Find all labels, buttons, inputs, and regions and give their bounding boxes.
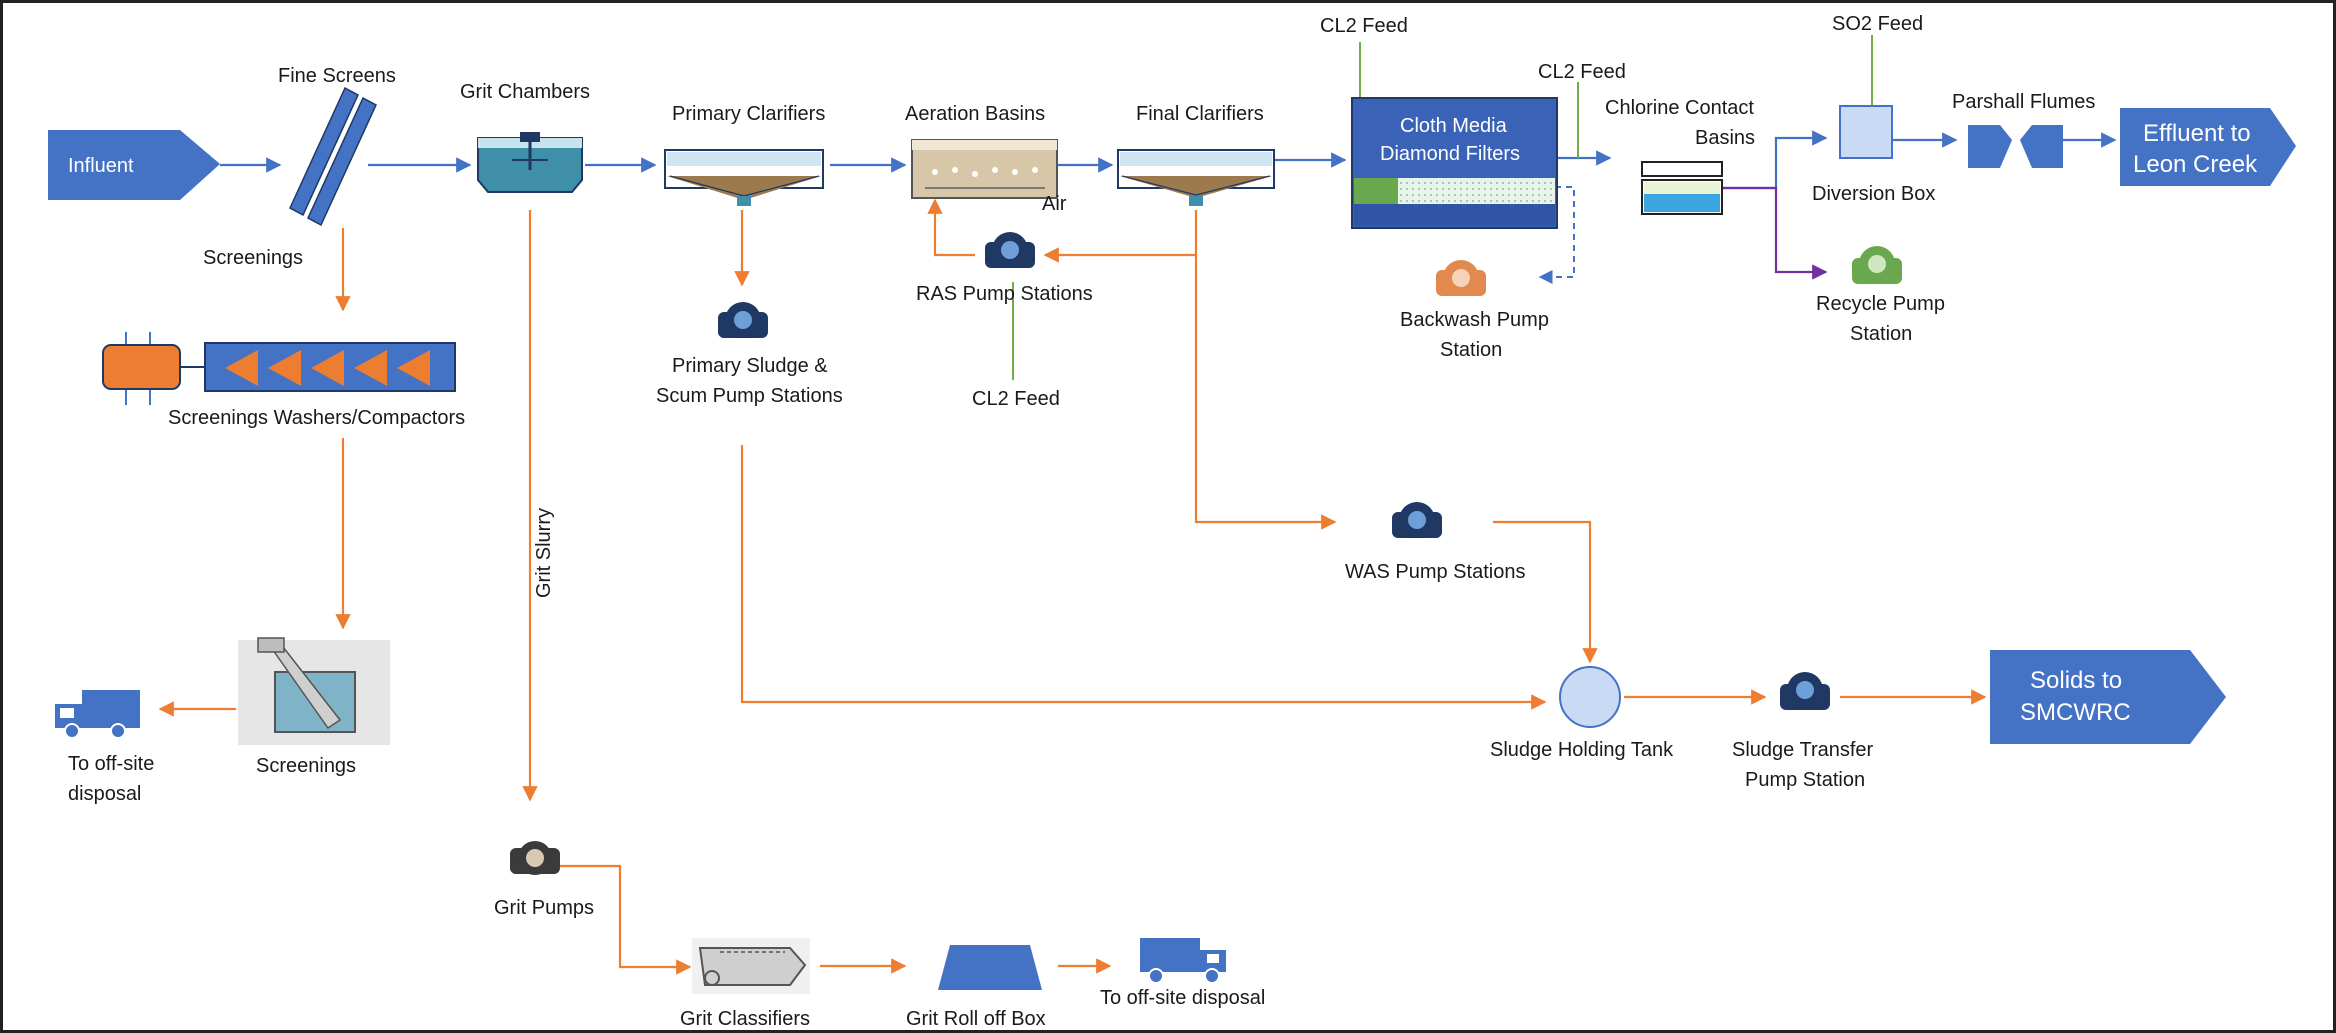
sludge-holding-tank-icon (1559, 666, 1621, 728)
centrifugal-pump-icon (718, 302, 768, 338)
flow-final-to-ras (1043, 210, 1198, 263)
chlorine-contact-basin (1641, 161, 1723, 215)
flow-was-to-holding (1493, 520, 1598, 664)
diversion-box-label: Diversion Box (1812, 183, 1935, 205)
aeration-basin-icon (911, 139, 1058, 199)
screenings-conveyor-tank-icon (238, 637, 390, 745)
fine-screens-label: Fine Screens (278, 65, 396, 87)
primary-clarifiers-label: Primary Clarifiers (672, 103, 825, 125)
effluent-label-1: Effluent to (2143, 120, 2251, 147)
clarifier-tank-icon (664, 149, 824, 206)
sludge-holding-label: Sludge Holding Tank (1490, 739, 1674, 761)
screenings-conveyor-icon (102, 332, 456, 405)
influent-label: Influent (68, 155, 134, 177)
bar-screen-icon (289, 86, 377, 227)
cl2-feed-mid-label: CL2 Feed (1538, 61, 1626, 83)
dump-truck-icon (55, 690, 140, 739)
influent-arrow: Influent (48, 130, 220, 200)
grit-pumps-label: Grit Pumps (494, 897, 594, 919)
flow-gritpumps-to-classifiers (560, 864, 692, 975)
diversion-box-icon (1839, 105, 1893, 159)
grit-chambers-label: Grit Chambers (460, 81, 590, 103)
screenings-top-label: Screenings (203, 247, 303, 269)
grit-pump-icon (510, 841, 560, 875)
offsite-left-label-2: disposal (68, 783, 141, 805)
grit-chamber-icon (477, 132, 583, 193)
flow-filters-to-backwash (1538, 186, 1575, 284)
offsite-bottom-label: To off-site disposal (1100, 987, 1265, 1009)
flow-primary-sludge-to-holding (740, 445, 1547, 710)
centrifugal-pump-icon (1852, 246, 1902, 284)
clarifier-tank-icon (1117, 149, 1275, 206)
air-label: Air (1042, 193, 1067, 215)
primary-sludge-label-2: Scum Pump Stations (656, 385, 843, 407)
effluent-arrow: Effluent to Leon Creek (2120, 108, 2296, 186)
centrifugal-pump-icon (985, 232, 1035, 268)
centrifugal-pump-icon (1392, 502, 1442, 538)
flow-ras-to-aeration (927, 198, 975, 257)
backwash-label-2: Station (1440, 339, 1502, 361)
recycle-label-1: Recycle Pump (1816, 293, 1945, 315)
cl2-feed-top-label: CL2 Feed (1320, 15, 1408, 37)
chlorine-contact-label-2: Basins (1695, 127, 1755, 149)
grit-slurry-label: Grit Slurry (533, 508, 555, 598)
ras-pump-label: RAS Pump Stations (916, 283, 1093, 305)
so2-feed-label: SO2 Feed (1832, 13, 1923, 35)
flow-final-to-was (1194, 255, 1337, 530)
grit-classifier-icon (692, 938, 810, 994)
offsite-left-label-1: To off-site (68, 753, 154, 775)
effluent-label-2: Leon Creek (2133, 151, 2258, 178)
screenings-bottom-label: Screenings (256, 755, 356, 777)
recycle-label-2: Station (1850, 323, 1912, 345)
was-pump-label: WAS Pump Stations (1345, 561, 1525, 583)
grit-rolloff-box-icon (938, 945, 1042, 990)
aeration-basins-label: Aeration Basins (905, 103, 1045, 125)
centrifugal-pump-icon (1780, 672, 1830, 710)
washers-label: Screenings Washers/Compactors (168, 407, 465, 429)
flow-lines (158, 35, 2117, 975)
cloth-media-filter: Cloth Media Diamond Filters (1351, 97, 1558, 229)
sludge-transfer-label-2: Pump Station (1745, 769, 1865, 791)
parshall-flumes-label: Parshall Flumes (1952, 91, 2095, 113)
centrifugal-pump-icon (1436, 260, 1486, 296)
cloth-media-label-2: Diamond Filters (1380, 143, 1520, 165)
grit-classifiers-label: Grit Classifiers (680, 1008, 810, 1030)
primary-sludge-label-1: Primary Sludge & (672, 355, 828, 377)
parshall-flume-icon (1968, 125, 2063, 168)
grit-rolloff-label: Grit Roll off Box (906, 1008, 1046, 1030)
solids-label-1: Solids to (2030, 667, 2122, 694)
final-clarifiers-label: Final Clarifiers (1136, 103, 1264, 125)
dump-truck-icon (1140, 938, 1226, 984)
cl2-feed-bottom-label: CL2 Feed (972, 388, 1060, 410)
sludge-transfer-label-1: Sludge Transfer (1732, 739, 1874, 761)
solids-arrow: Solids to SMCWRC (1990, 650, 2226, 744)
flow-ccb-to-recycle (1721, 186, 1828, 280)
solids-label-2: SMCWRC (2020, 699, 2131, 726)
chlorine-contact-label-1: Chlorine Contact (1605, 97, 1754, 119)
cloth-media-label-1: Cloth Media (1400, 115, 1508, 137)
backwash-label-1: Backwash Pump (1400, 309, 1549, 331)
